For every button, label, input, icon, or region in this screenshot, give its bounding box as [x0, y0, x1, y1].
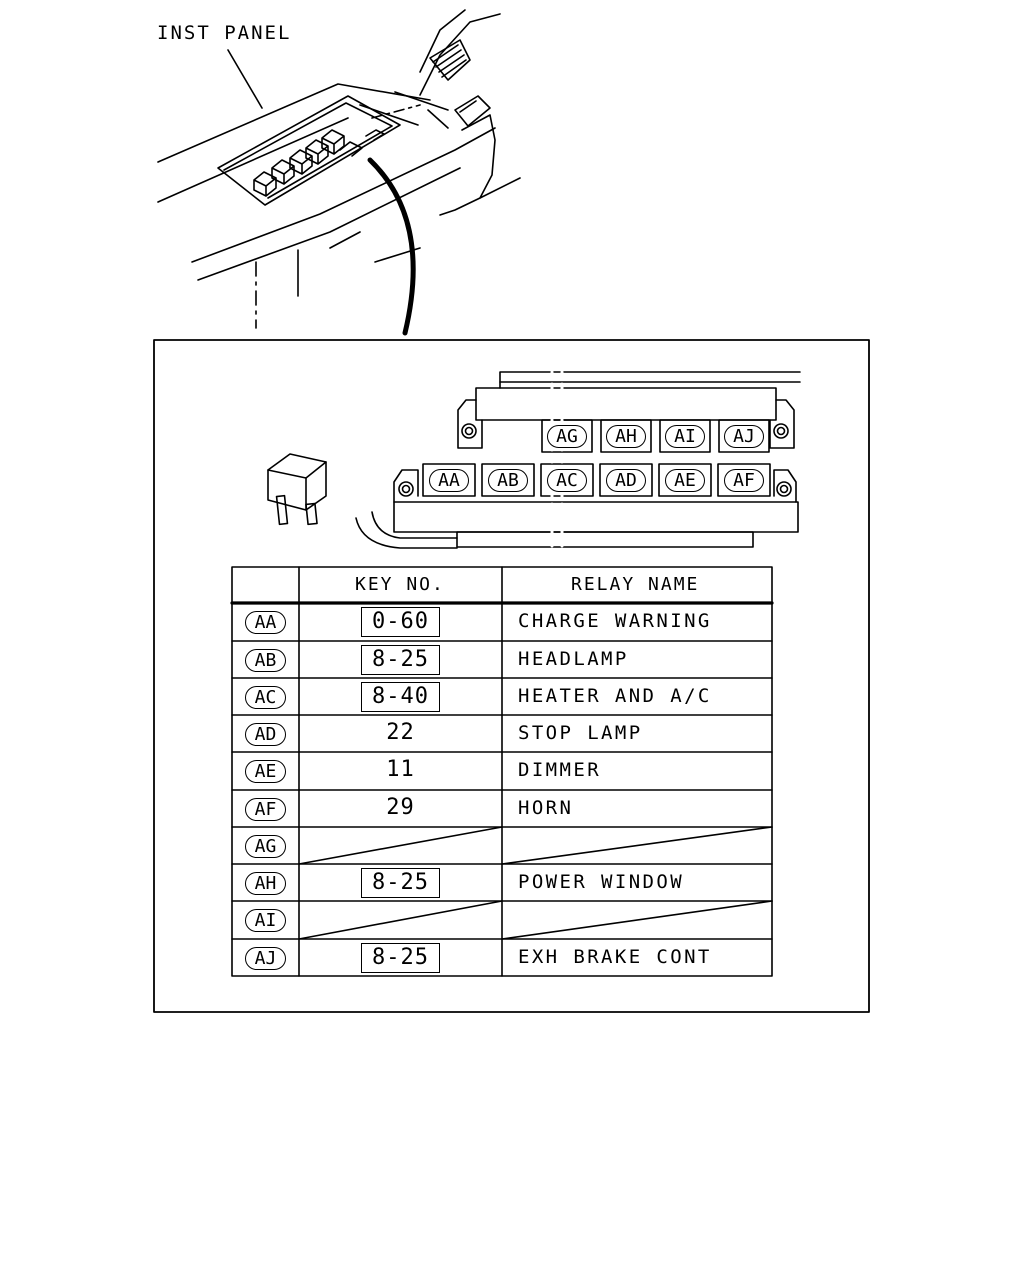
block-relay-ag: AG	[547, 425, 587, 448]
relay-name-ad: STOP LAMP	[518, 721, 643, 744]
table-header-relay-name: RELAY NAME	[571, 574, 700, 595]
block-relay-ah: AH	[606, 425, 646, 448]
block-relay-aa: AA	[429, 469, 469, 492]
relay-id-ae: AE	[245, 759, 286, 783]
relay-name-ab: HEADLAMP	[518, 647, 629, 670]
relay-block-drawing	[355, 370, 801, 550]
relay-name-ae: DIMMER	[518, 758, 602, 781]
relay-unit-icon	[267, 453, 327, 526]
relay-name-ac: HEATER AND A/C	[518, 684, 712, 707]
empty-slash	[501, 826, 773, 865]
key-no-af: 29	[386, 794, 415, 820]
key-no-ae: 11	[386, 756, 415, 782]
key-no-ad: 22	[386, 719, 415, 745]
inst-panel-label: INST PANEL	[157, 22, 292, 44]
relay-id-ad: AD	[245, 722, 286, 746]
empty-slash	[501, 900, 773, 940]
relay-name-ah: POWER WINDOW	[518, 870, 685, 893]
relay-id-ac: AC	[245, 685, 286, 709]
key-no-ac: 8-40	[361, 681, 440, 712]
relay-id-ai: AI	[245, 908, 286, 932]
block-relay-ae: AE	[665, 469, 705, 492]
instrument-panel-illustration	[157, 9, 521, 329]
block-relay-ab: AB	[488, 469, 528, 492]
relay-name-aa: CHARGE WARNING	[518, 609, 712, 632]
relay-id-ag: AG	[245, 834, 286, 858]
relay-table-grid	[230, 566, 774, 977]
key-no-ab: 8-25	[361, 644, 440, 675]
relay-id-aa: AA	[245, 610, 286, 634]
key-no-aj: 8-25	[361, 942, 440, 973]
relay-id-ah: AH	[245, 871, 286, 895]
table-header-key-no: KEY NO.	[355, 574, 445, 595]
block-relay-ai: AI	[665, 425, 705, 448]
empty-slash	[298, 900, 503, 940]
block-relay-ad: AD	[606, 469, 646, 492]
relay-id-aj: AJ	[245, 946, 286, 970]
detail-frame	[153, 339, 870, 1013]
block-relay-ac: AC	[547, 469, 587, 492]
relay-id-af: AF	[245, 797, 286, 821]
relay-name-aj: EXH BRAKE CONT	[518, 945, 712, 968]
key-no-aa: 0-60	[361, 606, 440, 637]
pointer-arrow	[367, 157, 416, 336]
relay-id-ab: AB	[245, 648, 286, 672]
empty-slash	[298, 826, 503, 865]
key-no-ah: 8-25	[361, 867, 440, 898]
block-relay-aj: AJ	[724, 425, 764, 448]
relay-name-af: HORN	[518, 796, 574, 819]
block-relay-af: AF	[724, 469, 764, 492]
